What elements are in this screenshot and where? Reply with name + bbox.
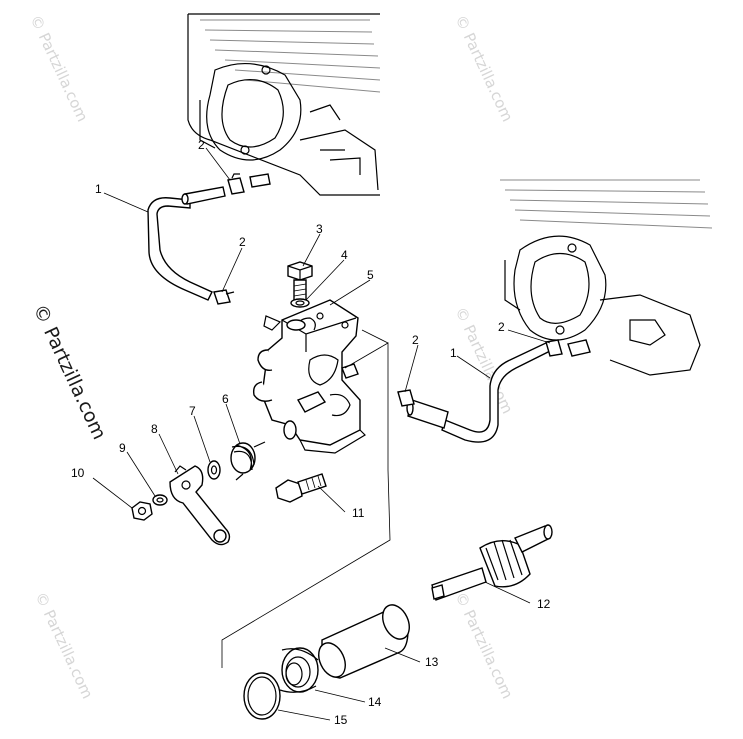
watermark-mr: © Partzilla.com [451, 304, 516, 417]
callout-2-mid-right: 2 [412, 333, 419, 347]
assembly-outline [221, 329, 391, 668]
watermark-tl: © Partzilla.com [26, 12, 91, 125]
callout-10: 10 [71, 466, 85, 480]
callout-3: 3 [316, 222, 323, 236]
callout-2-upper-right: 2 [498, 320, 505, 334]
watermark-tr: © Partzilla.com [451, 12, 516, 125]
watermark-br: © Partzilla.com [451, 589, 516, 702]
seal-14 [279, 647, 319, 693]
callout-11: 11 [352, 506, 365, 520]
clamp-upper-right [545, 339, 591, 357]
clamp-mid-left [213, 289, 235, 305]
callout-7: 7 [189, 404, 196, 418]
bolt-3 [287, 261, 313, 303]
bushing-13 [318, 604, 410, 679]
callout-1-left: 1 [95, 182, 102, 196]
drive-shaft-12 [431, 524, 553, 601]
o-ring-15 [243, 672, 281, 720]
callout-numbers: 1 2 2 3 4 5 2 2 1 6 7 8 9 10 11 12 13 14… [71, 138, 551, 727]
clamp-upper-left [227, 173, 271, 195]
clamp-mid-right [397, 389, 415, 407]
callout-2-mid-left: 2 [239, 235, 246, 249]
washer-7 [207, 460, 221, 480]
callout-14: 14 [368, 695, 382, 709]
washer-9 [152, 494, 168, 506]
callout-12: 12 [537, 597, 551, 611]
oil-pump-body [252, 299, 366, 454]
nut-10 [131, 501, 153, 521]
engine-cylinder-left [187, 13, 381, 196]
watermark-main: © Partzilla.com [28, 301, 110, 443]
washer-4 [290, 298, 310, 308]
callout-13: 13 [425, 655, 439, 669]
callout-15: 15 [334, 713, 348, 727]
lever-8 [169, 465, 231, 546]
callout-5: 5 [367, 268, 374, 282]
watermark-bl: © Partzilla.com [31, 589, 96, 702]
screw-11 [275, 473, 327, 503]
callout-6: 6 [222, 392, 229, 406]
callout-4: 4 [341, 248, 348, 262]
engine-cylinder-right [500, 179, 713, 376]
spring-6 [230, 441, 266, 481]
callout-9: 9 [119, 441, 126, 455]
leader-lines [92, 147, 551, 721]
oil-line-left [147, 186, 226, 301]
callout-8: 8 [151, 422, 158, 436]
callout-1-right: 1 [450, 346, 457, 360]
callout-2-upper-left: 2 [198, 138, 205, 152]
